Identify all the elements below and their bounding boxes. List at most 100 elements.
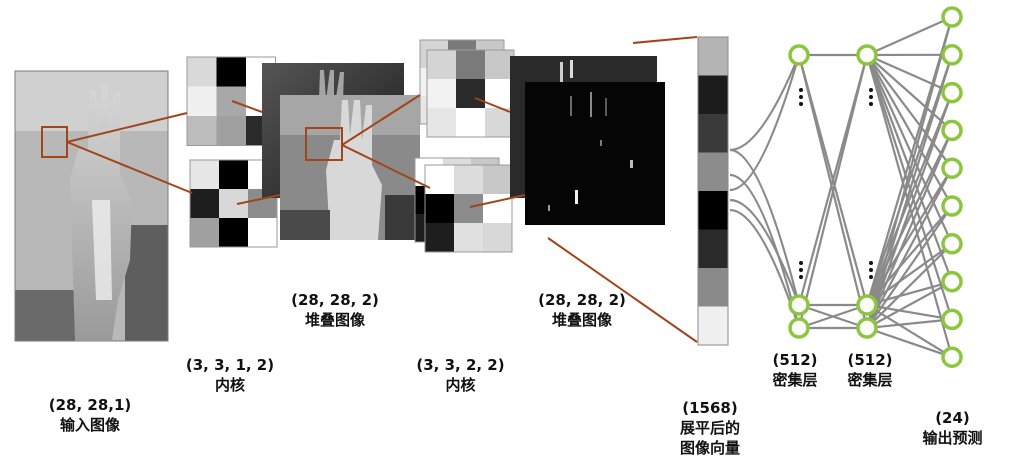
kernel-cell bbox=[456, 108, 485, 137]
ellipsis-dot bbox=[799, 102, 803, 106]
kernel-cell bbox=[456, 79, 485, 108]
stack2-name: 堆叠图像 bbox=[551, 311, 612, 329]
dense1-node bbox=[788, 44, 810, 66]
ellipsis-dot bbox=[869, 268, 873, 272]
stacked-image-2 bbox=[510, 56, 665, 225]
vector-cell bbox=[698, 306, 728, 345]
output-edge bbox=[865, 54, 954, 320]
kernel-cell bbox=[425, 165, 454, 194]
kernel1-shape: (3, 3, 1, 2) bbox=[185, 356, 275, 374]
dense1-name: 密集层 bbox=[772, 371, 818, 389]
output-edge bbox=[865, 92, 954, 306]
dense2-label: (512) 密集层 bbox=[830, 350, 910, 390]
output-edge bbox=[866, 53, 953, 94]
output-label: (24) 输出预测 bbox=[905, 408, 1000, 448]
ellipsis-dot bbox=[799, 88, 803, 92]
output-edge bbox=[866, 205, 953, 329]
dense1-shape: (512) bbox=[772, 351, 818, 369]
output-edge bbox=[866, 54, 953, 207]
kernel-cell bbox=[219, 160, 248, 189]
dense-edge bbox=[797, 54, 869, 329]
dense2-node bbox=[856, 294, 878, 316]
vector-to-dense-edge bbox=[729, 148, 801, 306]
output-name: 输出预测 bbox=[922, 429, 983, 447]
input-image bbox=[14, 70, 169, 342]
ellipsis-dots bbox=[799, 88, 873, 279]
kernel1-name: 内核 bbox=[214, 376, 245, 394]
flattened-vector bbox=[697, 36, 729, 346]
dense2-node bbox=[856, 44, 878, 66]
kernel2-label: (3, 3, 2, 2) 内核 bbox=[398, 355, 523, 395]
output-node bbox=[941, 6, 963, 28]
output-edge bbox=[865, 54, 954, 245]
kernel-cell bbox=[187, 57, 217, 87]
ellipsis-dot bbox=[799, 95, 803, 99]
input-label: (28, 28,1) 输入图像 bbox=[30, 395, 150, 435]
output-edge bbox=[865, 54, 954, 306]
output-edge bbox=[865, 129, 954, 329]
kernel-cell bbox=[219, 218, 248, 247]
output-edge bbox=[865, 54, 954, 358]
ellipsis-dot bbox=[869, 102, 873, 106]
kernel2-filter-a bbox=[419, 39, 515, 138]
kernel-connectors bbox=[66, 36, 698, 343]
output-edge bbox=[866, 15, 953, 57]
output-node bbox=[941, 346, 963, 368]
dense2-node bbox=[856, 317, 878, 339]
output-node bbox=[941, 308, 963, 331]
kernel-cell bbox=[187, 86, 217, 116]
vector-to-dense-edge bbox=[729, 54, 801, 192]
ellipsis-dot bbox=[869, 95, 873, 99]
kernel2-name: 内核 bbox=[445, 376, 476, 394]
kernel-cell bbox=[248, 218, 277, 247]
ellipsis-dot bbox=[869, 88, 873, 92]
kernel-cell bbox=[427, 79, 456, 108]
output-node bbox=[941, 195, 963, 217]
kernel-cell bbox=[454, 194, 483, 223]
vector-cell bbox=[698, 152, 728, 191]
kernel-cell bbox=[456, 50, 485, 79]
stack1-shape: (28, 28, 2) bbox=[291, 291, 379, 309]
vector-cell bbox=[698, 191, 728, 230]
dense-edge bbox=[798, 303, 868, 330]
kernel-cell bbox=[427, 50, 456, 79]
network-nodes bbox=[788, 6, 963, 368]
flatten-shape: (1568) bbox=[682, 399, 738, 417]
stack2-shape: (28, 28, 2) bbox=[538, 291, 626, 309]
output-node bbox=[941, 233, 963, 255]
kernel-cell bbox=[187, 116, 217, 146]
kernel-border bbox=[424, 164, 513, 253]
kernel-border bbox=[189, 159, 278, 248]
kernel-cell bbox=[190, 160, 219, 189]
output-edge bbox=[866, 243, 953, 329]
kernel-cell bbox=[425, 194, 454, 223]
vector-to-dense-edge bbox=[729, 54, 801, 152]
output-edge bbox=[865, 54, 954, 282]
output-node bbox=[941, 81, 963, 104]
dense-connections bbox=[729, 15, 954, 359]
output-shape: (24) bbox=[935, 409, 970, 427]
vector-cell bbox=[698, 114, 728, 153]
vector-cell bbox=[698, 268, 728, 307]
output-edge bbox=[865, 54, 954, 329]
kernel-cell bbox=[427, 108, 456, 137]
kernel-cell bbox=[190, 189, 219, 218]
output-edge bbox=[866, 54, 953, 169]
vector-to-dense-edge bbox=[729, 173, 801, 329]
kernel-cell bbox=[425, 223, 454, 252]
kernel2-shape: (3, 3, 2, 2) bbox=[416, 356, 505, 374]
vector-cell bbox=[698, 229, 728, 268]
output-edge bbox=[866, 326, 953, 359]
kernel-cell bbox=[216, 86, 246, 116]
kernel-cell bbox=[485, 50, 514, 79]
output-edge bbox=[866, 280, 953, 329]
stack1-name: 堆叠图像 bbox=[304, 311, 365, 329]
vector-to-dense-edge bbox=[729, 198, 801, 306]
ellipsis-dot bbox=[869, 275, 873, 279]
output-node bbox=[941, 270, 963, 293]
output-edge bbox=[866, 54, 953, 132]
kernel-cell bbox=[454, 165, 483, 194]
kernel-cell bbox=[485, 108, 514, 137]
ellipsis-dot bbox=[799, 261, 803, 265]
